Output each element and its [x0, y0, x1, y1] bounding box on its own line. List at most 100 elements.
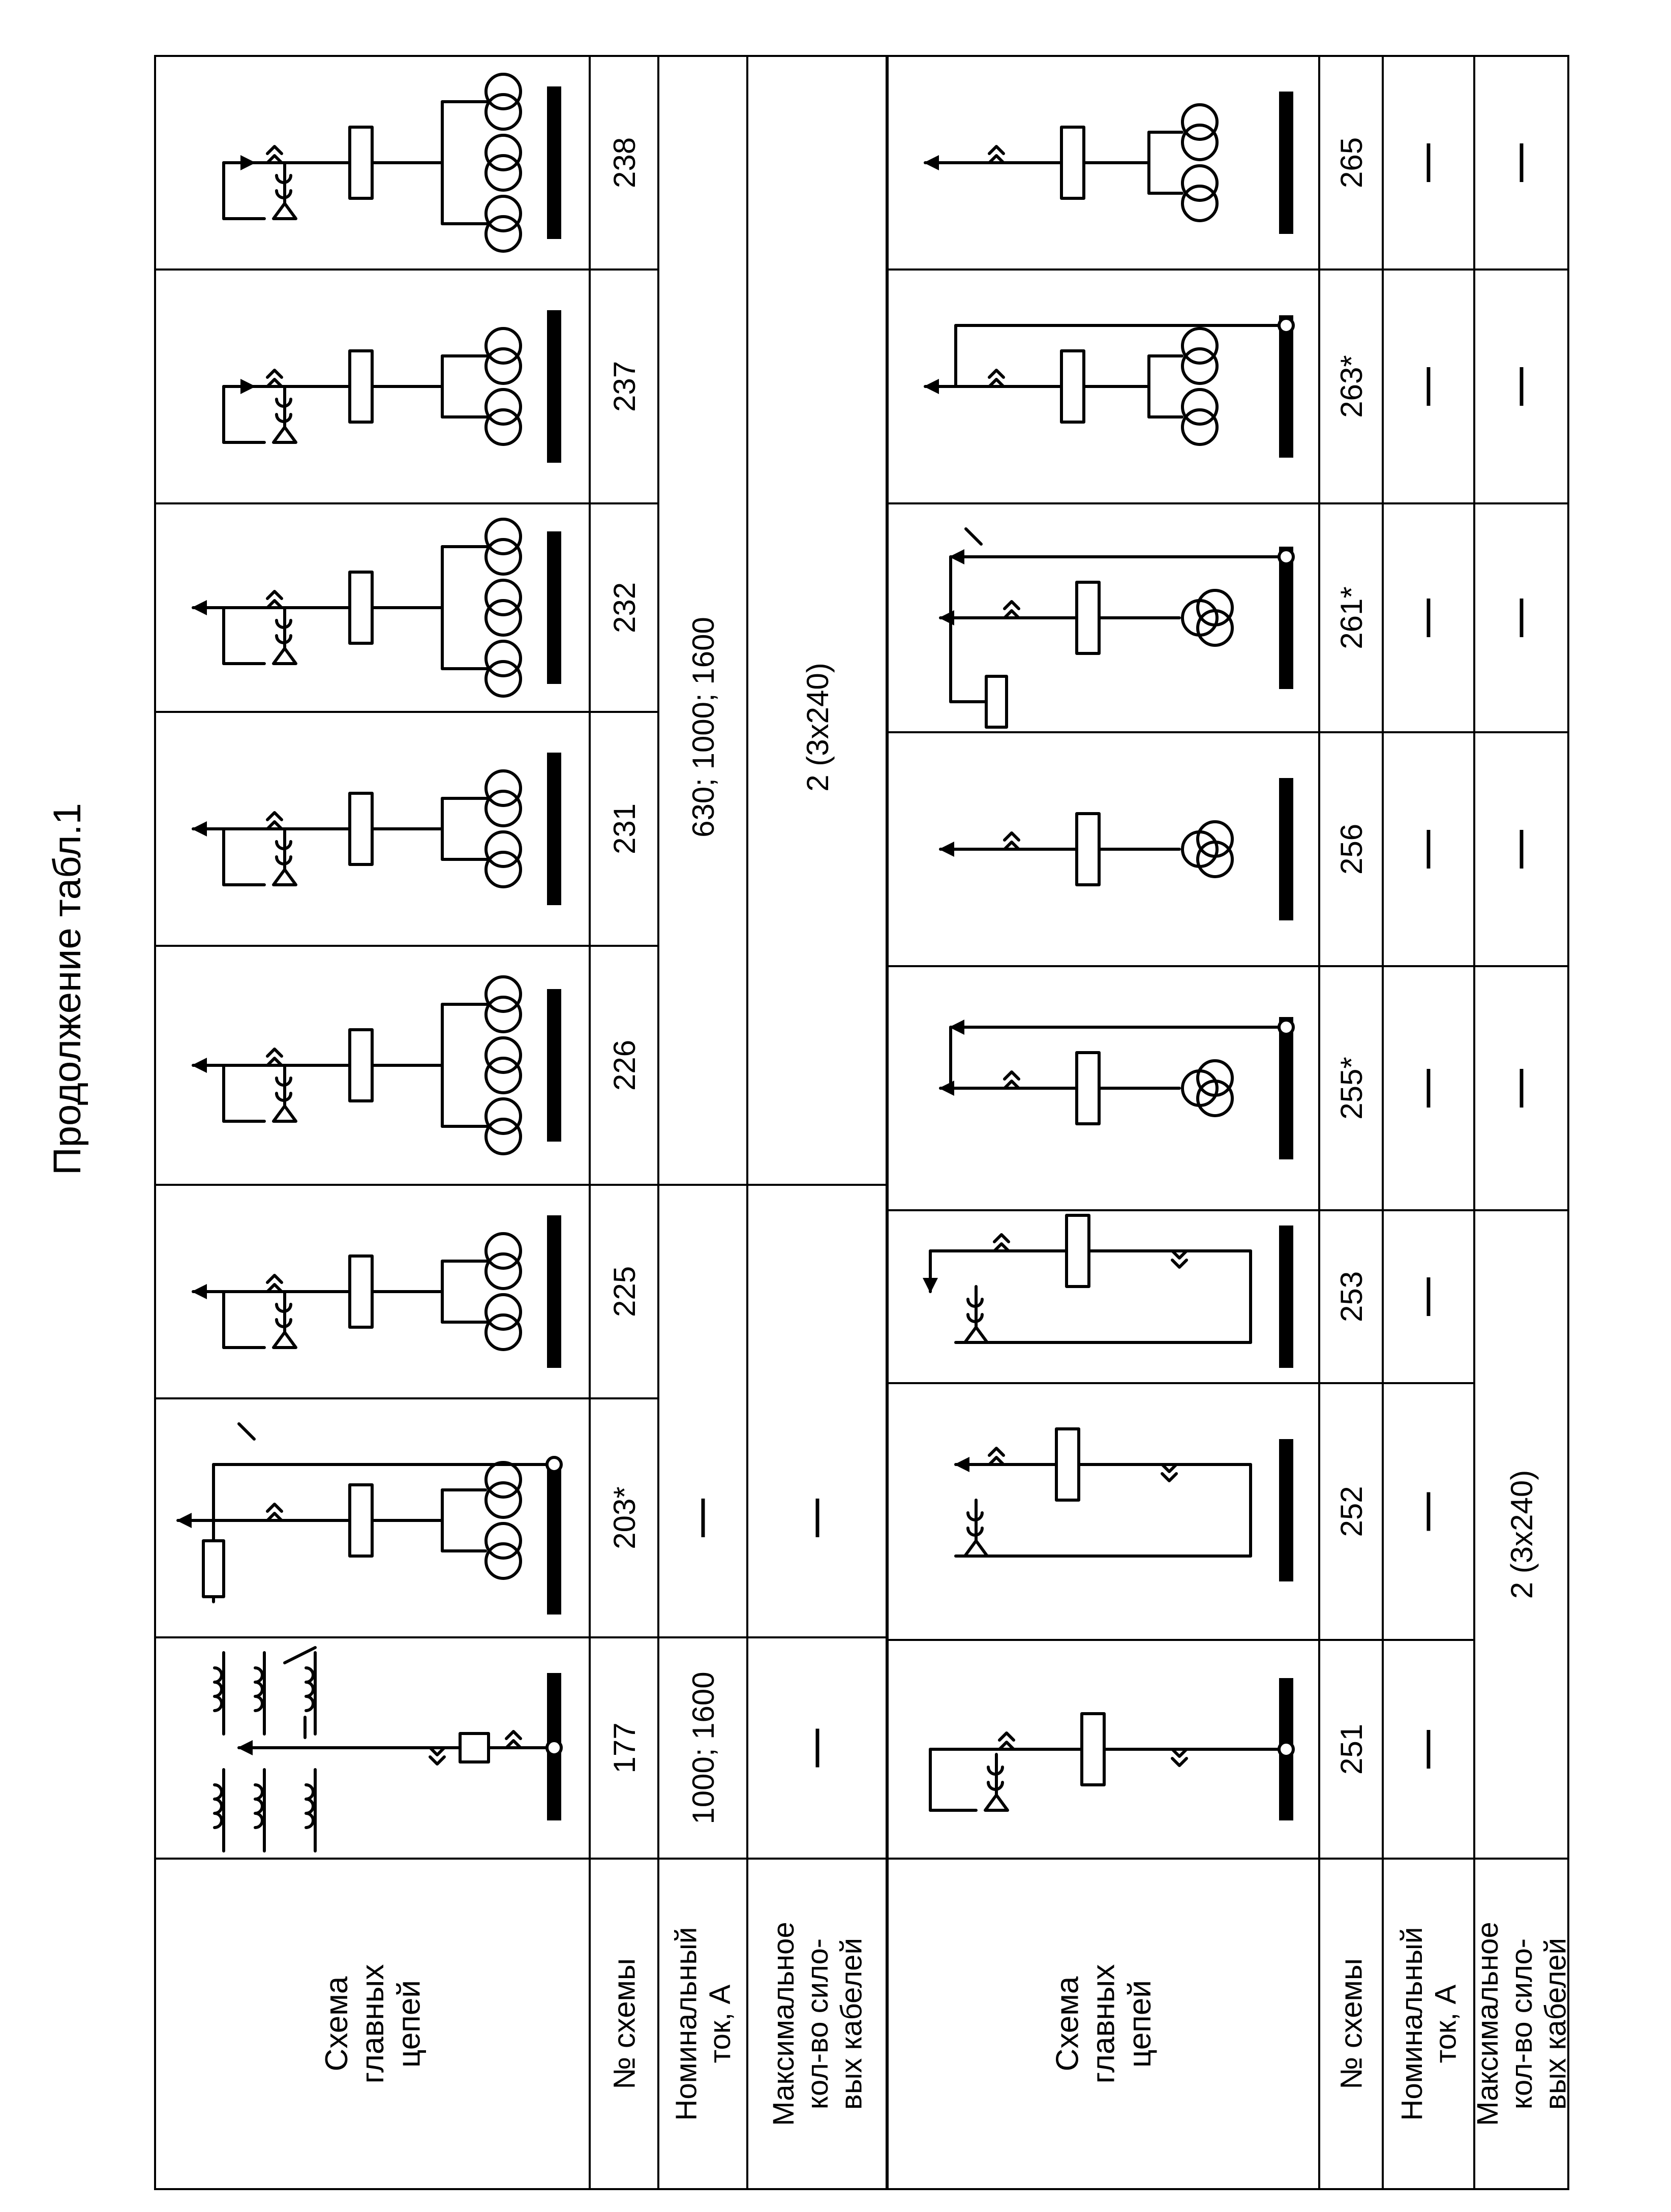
transformer-coil: [484, 996, 522, 1033]
header-number-top-line: № схемы: [607, 1958, 642, 2089]
transformer-coil: [484, 1036, 522, 1074]
diagram-256: [939, 778, 1293, 920]
busbar: [1279, 778, 1293, 920]
header-current-top-line: ток, А: [704, 1984, 737, 2063]
diagram-251: [929, 1678, 1295, 1820]
contact: [988, 1456, 1005, 1466]
transformer-coil: [1181, 388, 1219, 426]
scheme-number-225: 225: [607, 1266, 642, 1317]
table-frame: [154, 55, 1569, 2190]
contact: [266, 590, 283, 600]
diagram-177: [213, 1646, 563, 1852]
contact: [266, 1503, 283, 1513]
scheme-number-252: 252: [1334, 1486, 1369, 1537]
coil: [213, 1666, 223, 1712]
fuse: [1075, 581, 1101, 655]
busbar: [1279, 315, 1293, 458]
contact: [266, 1512, 283, 1522]
table-caption: Продолжение табл.1: [46, 803, 89, 1175]
header-current-top-line: Номинальный: [670, 1927, 703, 2121]
terminal-dot: [1278, 548, 1295, 565]
contact: [266, 1274, 283, 1284]
contact: [266, 369, 283, 379]
transformer-coil: [484, 1118, 522, 1155]
contact: [429, 1755, 446, 1766]
contact: [1161, 1472, 1178, 1482]
cable-end: [272, 1331, 297, 1349]
header-cables-bottom-line: кол-во сило-: [1505, 1938, 1538, 2109]
vt-coil: [1196, 589, 1234, 626]
contact: [266, 378, 283, 388]
terminal-dot: [1278, 317, 1295, 334]
transformer-coil: [484, 660, 522, 698]
cable-end: [963, 1539, 989, 1558]
coil: [254, 1783, 264, 1829]
switch-blade: [964, 527, 983, 546]
header-cables-top-line: кол-во сило-: [801, 1938, 834, 2109]
contact: [1161, 1463, 1178, 1473]
busbar: [1279, 547, 1293, 689]
fuse: [348, 1254, 374, 1329]
switch-blade: [283, 1646, 317, 1664]
header-current-bottom-line: ток, А: [1430, 1984, 1463, 2063]
current-value-177: 1000; 1600: [686, 1671, 720, 1824]
contact: [993, 1233, 1010, 1243]
transformer-coil: [484, 640, 522, 677]
scheme-number-261: 261*: [1334, 586, 1369, 649]
header-scheme-bottom-line: Схема: [1050, 1976, 1085, 2071]
contact: [1003, 1070, 1020, 1081]
contact: [1003, 831, 1020, 842]
contact: [1171, 1259, 1188, 1269]
header-number-bottom-line: № схемы: [1334, 1958, 1369, 2089]
fuse: [1080, 1712, 1106, 1786]
transformer-coil: [1181, 103, 1219, 141]
contact: [266, 820, 283, 830]
scheme-number-231: 231: [607, 803, 642, 854]
transformer-coil: [484, 851, 522, 888]
transformer-coil: [484, 538, 522, 576]
table-grid: [154, 55, 1569, 2190]
transformer-coil: [484, 93, 522, 131]
contact: [505, 1730, 522, 1740]
transformer-coil: [1181, 408, 1219, 446]
diagram-226: [192, 975, 561, 1155]
diagram-265: [924, 92, 1293, 234]
coil: [305, 1783, 315, 1829]
diagram-203: [176, 1422, 563, 1615]
fuse: [348, 571, 374, 645]
scheme-number-256: 256: [1334, 824, 1369, 875]
header-cables-top-line: Максимальное: [767, 1922, 800, 2126]
circuit-diagrams: [176, 73, 1295, 1852]
busbar: [1279, 1439, 1293, 1581]
cable-end: [272, 202, 297, 220]
terminal-dot: [545, 1456, 563, 1473]
transformer-coil: [1181, 327, 1219, 365]
transformer-coil: [484, 347, 522, 385]
arrester: [202, 1539, 225, 1598]
cable-end: [272, 1104, 297, 1123]
coil: [213, 1783, 223, 1829]
transformer-coil: [484, 975, 522, 1013]
transformer-coil: [1181, 164, 1219, 202]
diagram-263: [924, 315, 1295, 458]
contact: [993, 1242, 1010, 1252]
cable-end: [272, 868, 297, 886]
contact: [429, 1746, 446, 1756]
busbar: [1279, 1017, 1293, 1159]
transformer-coil: [484, 1481, 522, 1519]
fuse: [348, 1028, 374, 1102]
transformer-coil: [484, 73, 522, 110]
header-scheme-bottom-line: цепей: [1122, 1980, 1158, 2068]
cable-end: [272, 426, 297, 444]
busbar: [547, 86, 561, 239]
diagram-252: [954, 1427, 1293, 1581]
header-scheme-bottom-line: главных: [1086, 1964, 1121, 2084]
transformer-coil: [484, 1313, 522, 1351]
diagram-232: [192, 518, 561, 698]
busbar: [547, 1215, 561, 1368]
